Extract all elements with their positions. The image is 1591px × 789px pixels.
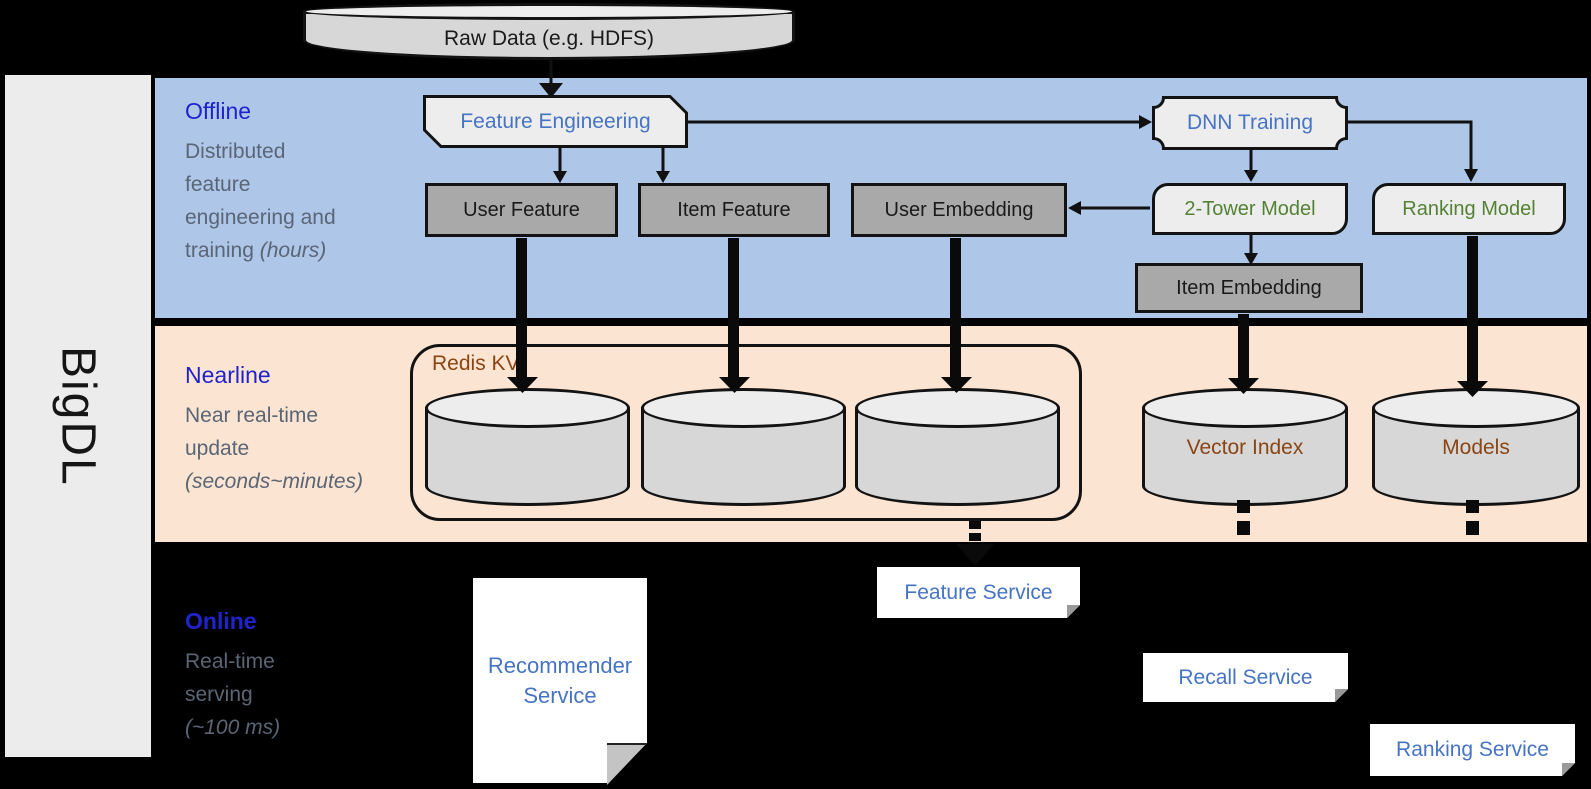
recommender-service-fold-corner (607, 743, 647, 785)
redis-cylinder-1 (425, 388, 630, 506)
redis-cylinder-2 (641, 388, 846, 506)
nearline-description-text: Near real-time update (185, 404, 319, 460)
online-description: Real-time serving (~100 ms) (185, 645, 310, 744)
ranking-model-label: Ranking Model (1402, 197, 1536, 220)
item-feature-label: Item Feature (677, 198, 791, 221)
item-embedding-node: Item Embedding (1135, 263, 1363, 313)
recall-service-node: Recall Service (1143, 653, 1348, 702)
nearline-description: Near real-time update (seconds~minutes) (185, 399, 380, 498)
item-feature-node: Item Feature (638, 183, 830, 237)
recall-service-fold-corner (1335, 689, 1348, 702)
offline-title: Offline (185, 98, 252, 124)
offline-description-text: Distributed feature engineering and trai… (185, 140, 336, 262)
online-section-label: Online Real-time serving (~100 ms) (185, 608, 310, 744)
vector-index-cylinder-top (1142, 388, 1348, 428)
ranking-model-node: Ranking Model (1372, 183, 1566, 235)
online-description-text: Real-time serving (185, 650, 275, 706)
redis-cylinder-2-top (641, 388, 846, 428)
vector-index-label: Vector Index (1186, 436, 1304, 459)
models-cylinder-top (1372, 388, 1580, 428)
raw-data-store: Raw Data (e.g. HDFS) (303, 3, 795, 60)
item-embedding-label: Item Embedding (1176, 276, 1322, 299)
online-description-italic: (~100 ms) (185, 716, 281, 739)
redis-kv-container (410, 344, 1082, 521)
dnn-training-outline (1152, 96, 1348, 150)
models-label: Models (1442, 436, 1510, 459)
nearline-description-italic: (seconds~minutes) (185, 470, 363, 493)
redis-cylinder-3 (855, 388, 1060, 506)
user-feature-label: User Feature (463, 198, 580, 221)
user-embedding-label: User Embedding (884, 198, 1034, 221)
user-feature-node: User Feature (425, 183, 618, 237)
recommender-service-label: Recommender Service (487, 652, 633, 708)
online-title: Online (185, 608, 257, 634)
redis-kv-label: Redis KV (432, 352, 520, 375)
redis-cylinder-1-top (425, 388, 630, 428)
feature-service-node: Feature Service (877, 567, 1080, 618)
two-tower-model-label: 2-Tower Model (1184, 197, 1316, 220)
raw-data-label: Raw Data (e.g. HDFS) (443, 27, 655, 50)
nearline-section-label: Nearline Near real-time update (seconds~… (185, 362, 380, 498)
feature-engineering-label: Feature Engineering (460, 109, 651, 133)
nearline-title: Nearline (185, 362, 271, 388)
feature-service-label: Feature Service (904, 580, 1053, 604)
feature-engineering-shape (423, 95, 688, 148)
dnn-training-label: DNN Training (1186, 111, 1314, 134)
feature-service-fold-corner (1067, 605, 1080, 618)
models-store: Models (1372, 388, 1580, 506)
bigdl-sidebar: BigDL (5, 75, 151, 757)
dnn-training-node: DNN Training (1152, 96, 1348, 150)
recall-service-label: Recall Service (1178, 665, 1313, 689)
dnn-training-shape (1152, 96, 1348, 150)
ranking-service-node: Ranking Service (1370, 724, 1575, 776)
vector-index-store: Vector Index (1142, 388, 1348, 506)
bigdl-label: BigDL (51, 345, 105, 487)
raw-data-cylinder-top (303, 3, 795, 20)
redis-cylinder-3-top (855, 388, 1060, 428)
two-tower-model-node: 2-Tower Model (1152, 183, 1348, 235)
ranking-service-label: Ranking Service (1396, 738, 1549, 761)
ranking-service-fold-corner (1562, 763, 1575, 776)
user-embedding-node: User Embedding (851, 183, 1067, 237)
offline-section-label: Offline Distributed feature engineering … (185, 98, 355, 267)
feature-engineering-outline (423, 95, 688, 148)
offline-description: Distributed feature engineering and trai… (185, 135, 355, 267)
offline-description-italic: (hours) (259, 239, 327, 262)
feature-engineering-node: Feature Engineering (423, 95, 688, 148)
